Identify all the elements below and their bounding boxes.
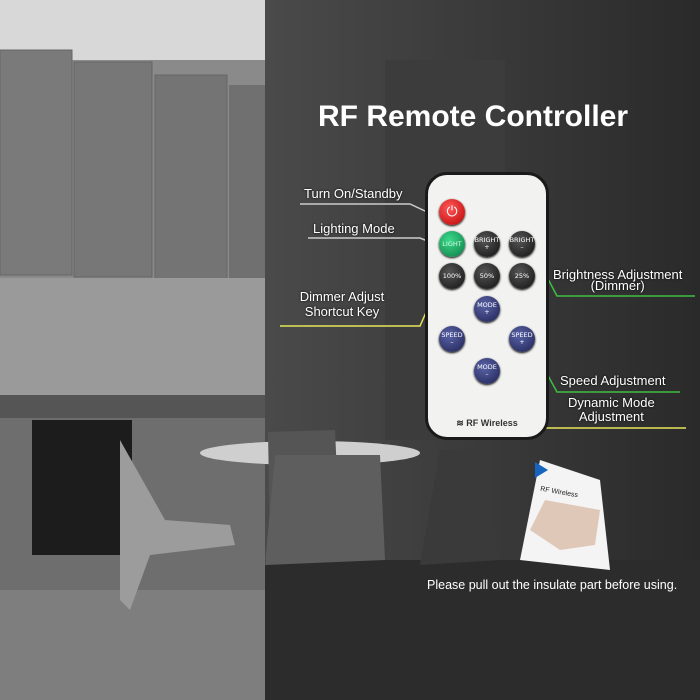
- brightness-50-button[interactable]: 50%: [474, 263, 500, 289]
- button-label: SPEED: [441, 331, 463, 339]
- button-label: +: [484, 243, 490, 251]
- brightness-25-button[interactable]: 25%: [509, 263, 535, 289]
- caption: Please pull out the insulate part before…: [427, 578, 678, 592]
- button-label: +: [519, 338, 525, 346]
- bright-minus-button[interactable]: BRIGHT–: [509, 231, 535, 257]
- label-line: Brightness Adjustment: [553, 267, 683, 282]
- speed-plus-button[interactable]: SPEED+: [509, 326, 535, 352]
- button-label: –: [450, 338, 454, 346]
- brightness-100-button[interactable]: 100%: [439, 263, 465, 289]
- button-label: –: [520, 243, 524, 251]
- button-label: +: [484, 308, 490, 316]
- button-label: BRIGHT: [474, 236, 500, 244]
- page-title: RF Remote Controller: [318, 100, 629, 133]
- label-line: (Dimmer): [590, 278, 645, 293]
- label-power: Turn On/Standby: [304, 186, 403, 201]
- label-line: Shortcut Key: [304, 304, 380, 319]
- label-speed: Speed Adjustment: [560, 373, 666, 388]
- light-button[interactable]: LIGHT: [439, 231, 465, 257]
- label-brightness: Brightness Adjustment(Dimmer): [553, 267, 683, 293]
- rf-remote: ⏻ LIGHT BRIGHT+ BRIGHT– 100% 50% 25% MOD…: [425, 172, 549, 440]
- speed-minus-button[interactable]: SPEED–: [439, 326, 465, 352]
- button-label: MODE: [477, 363, 497, 371]
- power-icon: ⏻: [446, 203, 458, 220]
- button-label: 25%: [514, 271, 530, 280]
- button-label: MODE: [477, 301, 497, 309]
- mode-minus-button[interactable]: MODE–: [474, 358, 500, 384]
- power-button[interactable]: ⏻: [439, 199, 465, 225]
- button-label: –: [485, 370, 489, 378]
- brand-text: RF Wireless: [466, 418, 518, 428]
- label-line: Adjustment: [578, 409, 644, 424]
- label-line: Dimmer Adjust: [299, 289, 385, 304]
- bright-plus-button[interactable]: BRIGHT+: [474, 231, 500, 257]
- button-label: SPEED: [511, 331, 533, 339]
- wifi-icon: ≋: [456, 418, 467, 428]
- button-label: LIGHT: [442, 239, 462, 248]
- button-label: 50%: [479, 271, 495, 280]
- mode-plus-button[interactable]: MODE+: [474, 296, 500, 322]
- button-label: BRIGHT: [509, 236, 535, 244]
- inset-photo: [520, 460, 610, 570]
- label-line: Dynamic Mode: [568, 395, 655, 410]
- rf-wireless-brand: ≋ RF Wireless: [428, 418, 546, 429]
- label-lighting-mode: Lighting Mode: [313, 221, 395, 236]
- button-label: 100%: [442, 271, 462, 280]
